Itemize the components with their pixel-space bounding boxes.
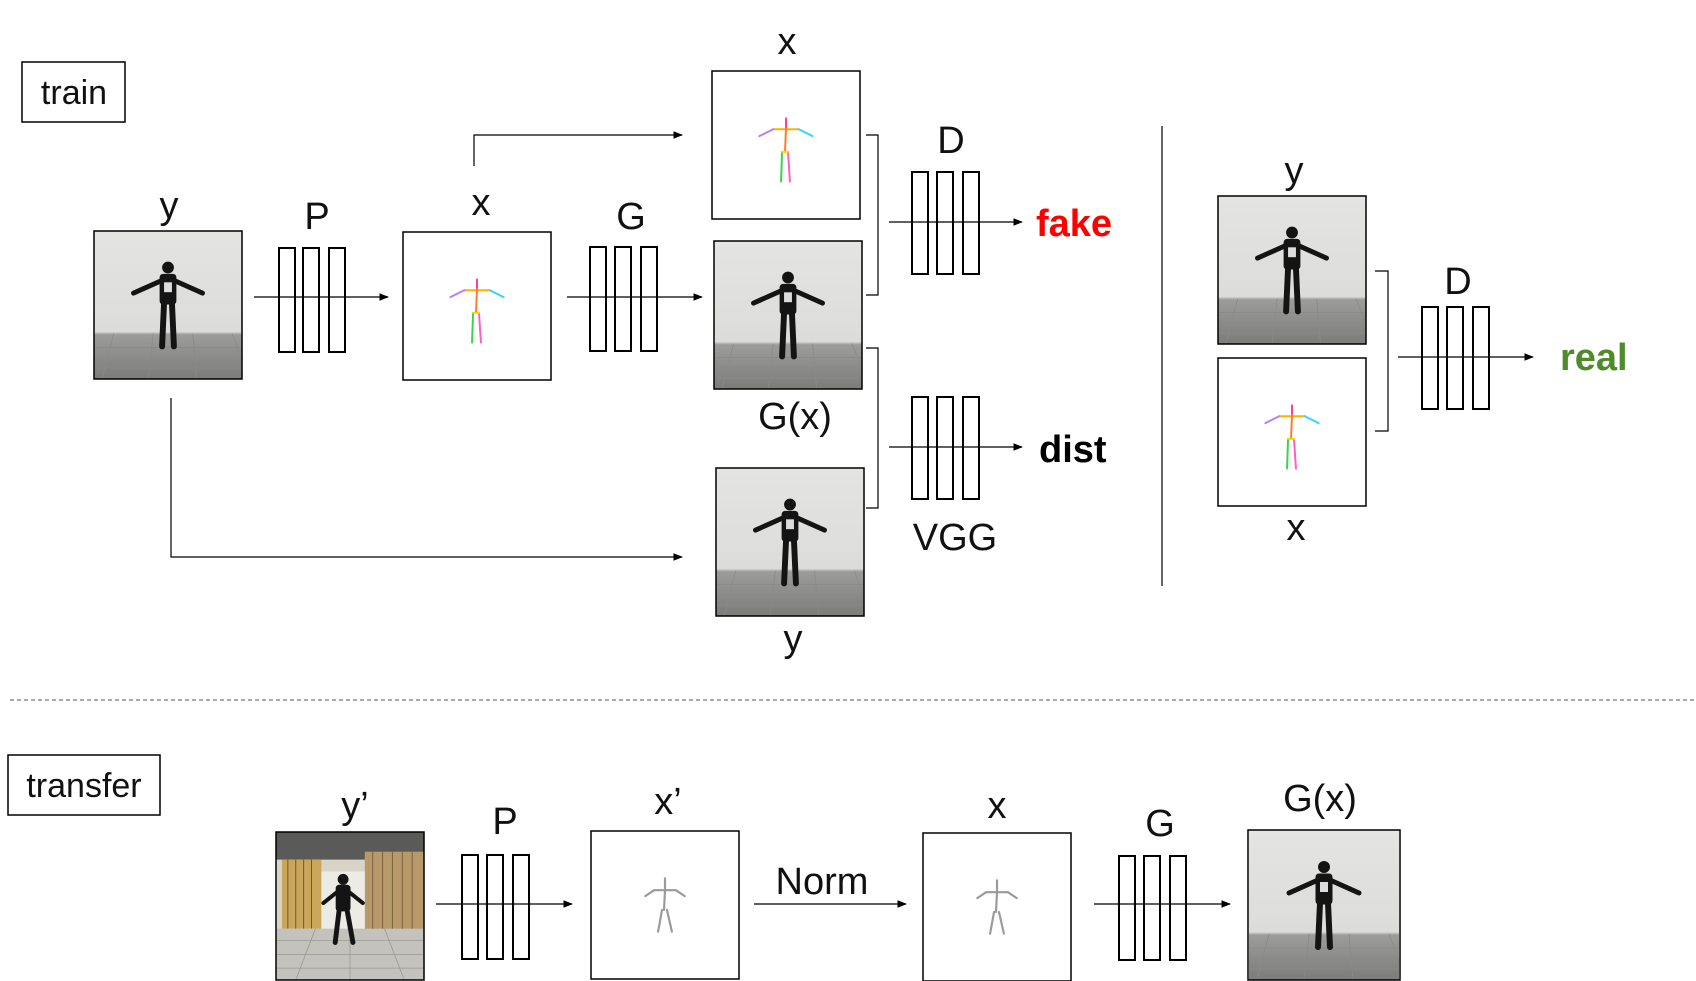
target-y-photo [715,467,865,617]
transfer-pose-net-label: P [492,801,517,843]
transfer-generator-block [1118,855,1187,961]
bracket-fake-pair [866,134,879,296]
discriminator-d-block [911,171,980,275]
fake-output-label: fake [1036,203,1112,245]
train-section-label: train [21,61,126,123]
real-discriminator-block [1421,306,1490,410]
discriminator-d-label: D [937,120,964,162]
gx-output-photo [713,240,863,390]
pose-x-prime-image [590,830,740,980]
pose-x-image [402,231,552,381]
transfer-pose-x-image [922,832,1072,981]
vgg-label: VGG [913,517,997,559]
transfer-gx-photo [1247,829,1401,981]
target-y-label: y [784,618,803,660]
input-y-photo [93,230,243,380]
transfer-pose-x-label: x [988,785,1007,827]
pose-x-top-image [711,70,861,220]
arrow-y-to-target [170,398,683,561]
pose-x-top-label: x [778,21,797,63]
pose-net-p-block [278,247,346,353]
norm-label: Norm [776,861,869,903]
pose-net-p-label: P [304,196,329,238]
train-label: train [41,74,107,112]
vgg-block [911,396,980,500]
transfer-pose-net-block [461,854,530,960]
input-y-prime-label: y’ [341,785,368,827]
real-discriminator-label: D [1444,261,1471,303]
transfer-section-label: transfer [7,754,161,816]
real-pair-y-photo [1217,195,1367,345]
bracket-dist-pair [866,347,879,509]
transfer-generator-label: G [1145,803,1175,845]
input-y-label: y [160,185,179,227]
arrow-x-to-top [473,131,683,166]
real-output-label: real [1560,337,1628,379]
real-pair-x-image [1217,357,1367,507]
generator-g-block [589,246,658,352]
real-pair-x-label: x [1287,507,1306,549]
dist-output-label: dist [1039,429,1107,471]
bracket-real-pair [1375,270,1389,432]
pose-x-label: x [472,182,491,224]
real-pair-y-label: y [1285,150,1304,192]
gx-output-label: G(x) [758,396,832,438]
transfer-gx-label: G(x) [1283,778,1357,820]
pose-x-prime-label: x’ [654,781,681,823]
generator-g-label: G [616,196,646,238]
input-y-prime-photo [275,831,425,981]
transfer-label: transfer [26,767,141,805]
